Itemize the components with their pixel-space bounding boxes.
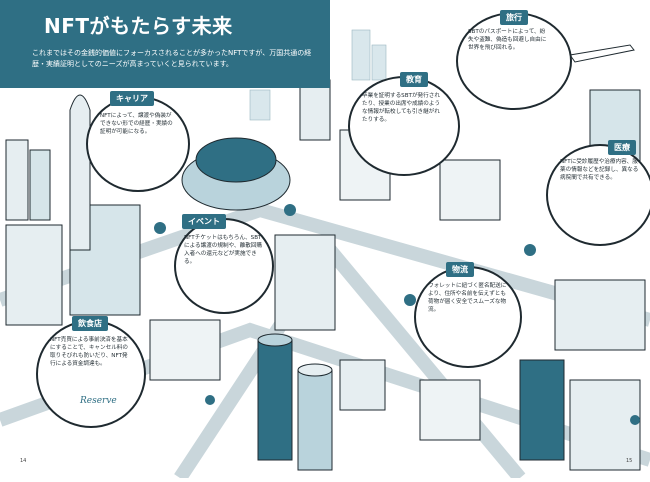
page-title: NFTがもたらす未来 [44, 14, 233, 38]
event-bubble [174, 218, 274, 314]
logistics-label: 物流 [446, 262, 474, 277]
medical-text: NFTに受診履歴や治療内容、服薬の情報などを記録し、異なる病院間で共有できる。 [560, 159, 639, 181]
logistics-bubble [414, 266, 522, 368]
travel-label: 旅行 [500, 10, 528, 25]
career-bubble [86, 96, 190, 192]
page-number-right: 15 [626, 458, 633, 464]
restaurant-text: NFT売買による事前決済を基本にすることで、キャンセル料の取りそびれも防いだり、… [50, 337, 128, 367]
travel-text: SBTのパスポートによって、紛失や盗難、偽造も回避し自由に世界を飛び回れる。 [468, 29, 547, 51]
intro-text: これまではその金銭的価値にフォーカスされることが多かったNFTですが、万国共通の… [32, 49, 312, 68]
career-label: キャリア [110, 91, 154, 106]
education-label: 教育 [400, 72, 428, 87]
header-panel [0, 0, 330, 88]
education-text: 卒業を証明するSBTが発行されたり、授業の出席や成績のような情報が転校しても引き… [362, 93, 441, 123]
event-text: NFTチケットはもちろん、SBTによる譲渡の規制や、離散回購入者への還元などが実… [184, 235, 262, 265]
logistics-text: ウォレットに紐づく匿名配送により、住所や名前を伝えずとも荷物が届く安全でスムーズ… [428, 283, 507, 313]
page-number-left: 14 [20, 458, 27, 464]
education-bubble [348, 76, 460, 176]
career-text: NFTによって、譲渡や偽装ができない形での経歴・実績の証明が可能になる。 [100, 113, 173, 135]
reserve-sign: Reserve [80, 396, 117, 406]
medical-bubble [546, 144, 650, 246]
restaurant-label: 飲食店 [72, 316, 108, 331]
travel-bubble [456, 12, 572, 110]
medical-label: 医療 [608, 140, 636, 155]
event-label: イベント [182, 214, 226, 229]
